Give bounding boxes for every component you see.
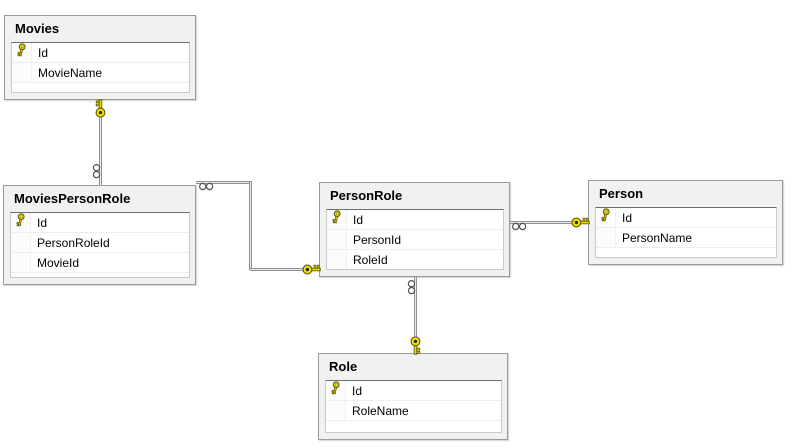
- column-row[interactable]: PersonRoleId: [11, 233, 189, 253]
- row-gutter: [12, 43, 32, 62]
- relationship-connector-segment[interactable]: [249, 182, 252, 270]
- column-name: Id: [353, 212, 364, 227]
- row-gutter: [596, 228, 616, 247]
- relationship-connector-segment[interactable]: [196, 181, 252, 184]
- relationship-connector-segment[interactable]: [99, 100, 102, 186]
- column-name: MovieName: [38, 65, 103, 80]
- column-name: MovieId: [37, 255, 80, 270]
- key-end-icon: [570, 216, 590, 229]
- row-gutter: [11, 233, 31, 252]
- infinity-end-icon: [198, 178, 215, 190]
- primary-key-icon: [16, 43, 27, 63]
- column-row[interactable]: Id: [596, 208, 776, 228]
- column-row[interactable]: MovieId: [11, 253, 189, 273]
- table-title: MoviesPersonRole: [14, 191, 131, 206]
- column-row[interactable]: PersonId: [327, 230, 503, 250]
- column-name: Id: [622, 210, 633, 225]
- primary-key-icon: [600, 208, 611, 228]
- column-row[interactable]: PersonName: [596, 228, 776, 248]
- column-name: Id: [38, 45, 49, 60]
- column-name: PersonId: [353, 232, 402, 247]
- column-row[interactable]: Id: [326, 381, 501, 401]
- row-gutter: [326, 401, 346, 420]
- row-gutter: [327, 210, 347, 229]
- key-end-icon: [301, 263, 321, 276]
- row-gutter: [327, 250, 347, 269]
- primary-key-icon: [331, 210, 342, 230]
- row-gutter: [11, 253, 31, 272]
- key-end-icon: [409, 335, 422, 355]
- relationship-connector-segment[interactable]: [250, 268, 312, 271]
- primary-key-icon: [15, 213, 26, 233]
- table-title: Person: [599, 186, 644, 201]
- column-name: PersonRoleId: [37, 235, 110, 250]
- relationship-connector-segment[interactable]: [414, 277, 417, 347]
- row-gutter: [11, 213, 31, 232]
- row-gutter: [327, 230, 347, 249]
- column-name: Id: [352, 383, 363, 398]
- column-name: PersonName: [622, 230, 693, 245]
- table-title: Role: [329, 359, 358, 374]
- row-gutter: [596, 208, 616, 227]
- row-gutter: [326, 381, 346, 400]
- infinity-end-icon: [92, 163, 105, 180]
- column-row[interactable]: Id: [12, 43, 189, 63]
- column-row[interactable]: MovieName: [12, 63, 189, 83]
- column-name: RoleName: [352, 403, 409, 418]
- infinity-end-icon: [511, 218, 528, 230]
- relationship-connector-segment[interactable]: [510, 221, 582, 224]
- table-title: PersonRole: [330, 188, 403, 203]
- column-row[interactable]: RoleId: [327, 250, 503, 269]
- column-row[interactable]: RoleName: [326, 401, 501, 421]
- primary-key-icon: [330, 381, 341, 401]
- column-name: Id: [37, 215, 48, 230]
- row-gutter: [12, 63, 32, 82]
- infinity-end-icon: [407, 279, 420, 296]
- key-end-icon: [94, 98, 107, 118]
- column-row[interactable]: Id: [327, 210, 503, 230]
- column-name: RoleId: [353, 252, 388, 267]
- table-title: Movies: [15, 21, 60, 36]
- column-row[interactable]: Id: [11, 213, 189, 233]
